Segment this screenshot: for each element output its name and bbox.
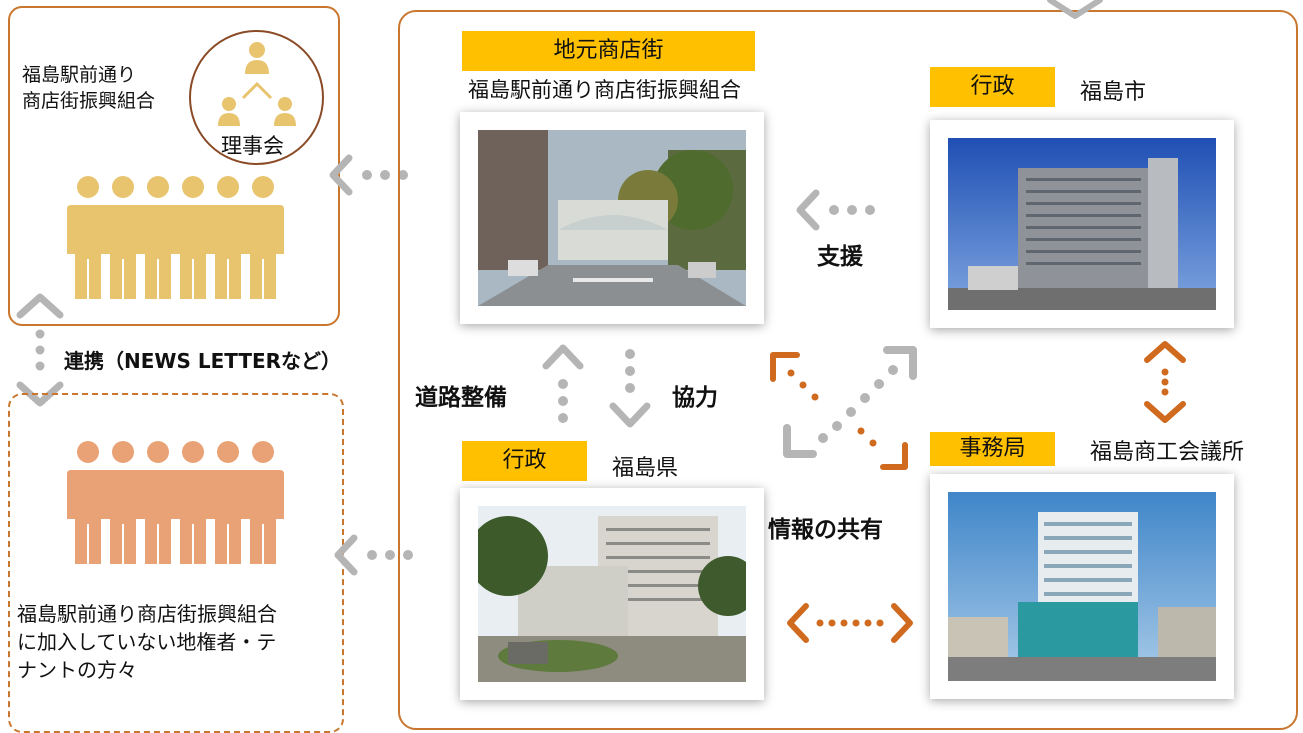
chamber-name: 福島商工会議所 (1090, 440, 1245, 465)
prefecture-office-image (478, 506, 746, 682)
non-member-line3: ナントの方々 (17, 658, 137, 682)
street-scene-image (478, 130, 746, 306)
chamber-tag: 事務局 (930, 432, 1055, 466)
road-maintenance-label: 道路整備 (415, 385, 507, 411)
road-maintenance-arrow (542, 344, 584, 423)
shopping-street-name: 福島駅前通り商店街振興組合 (468, 78, 741, 102)
prefecture-name: 福島県 (612, 456, 679, 481)
union-members-icon (67, 176, 284, 299)
cross-arrow-orange (770, 352, 908, 470)
prefecture-tag: 行政 (462, 441, 587, 481)
arrow-left-top (329, 154, 408, 196)
cross-arrow-gray (783, 346, 917, 458)
cooperation-arrow (609, 349, 651, 428)
shopping-street-tag: 地元商店街 (462, 31, 755, 71)
union-name-line1: 福島駅前通り (22, 64, 137, 86)
prefecture-chamber-arrow (787, 603, 913, 643)
arrow-left-bottom (334, 534, 413, 576)
board-label: 理事会 (221, 134, 284, 158)
board-people-icon (218, 42, 296, 126)
city-hall-image (948, 138, 1216, 310)
city-chamber-arrow (1144, 341, 1186, 423)
city-name: 福島市 (1080, 80, 1147, 105)
link-double-arrow (16, 293, 64, 407)
support-label: 支援 (817, 244, 863, 270)
chamber-building-photo (930, 474, 1234, 699)
non-member-line1: 福島駅前通り商店街振興組合 (17, 602, 277, 626)
union-name-line2: 商店街振興組合 (22, 90, 156, 112)
prefecture-office-photo (460, 488, 764, 700)
non-member-line2: に加入していない地権者・テ (17, 630, 277, 654)
shopping-street-photo (460, 112, 764, 324)
city-tag: 行政 (930, 67, 1055, 107)
arrow-top-partial (1047, 0, 1103, 19)
cooperation-label: 協力 (672, 385, 718, 411)
chamber-building-image (948, 492, 1216, 681)
board-circle: 理事会 (189, 30, 324, 165)
info-sharing-label: 情報の共有 (768, 517, 883, 543)
support-arrow (796, 189, 875, 231)
link-label: 連携（NEWS LETTERなど） (64, 349, 342, 373)
non-member-people-icon (67, 441, 284, 564)
city-hall-photo (930, 120, 1234, 328)
